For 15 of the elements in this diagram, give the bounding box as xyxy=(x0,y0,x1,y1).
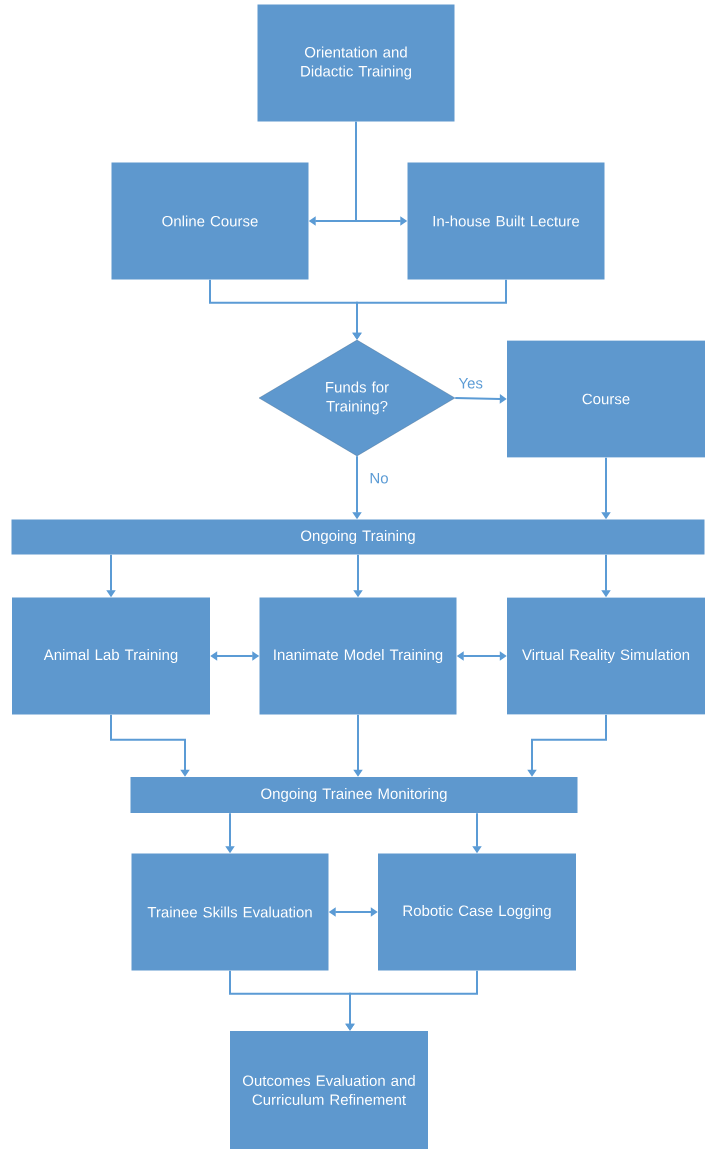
process-box: In-house Built Lecture xyxy=(407,162,605,280)
edge-label: No xyxy=(368,471,390,485)
process-box: Trainee Skills Evaluation xyxy=(131,853,329,971)
process-box: Online Course xyxy=(111,162,309,280)
process-box: Orientation and Didactic Training xyxy=(257,4,455,122)
stage-band: Ongoing Training xyxy=(11,519,705,555)
process-box: Inanimate Model Training xyxy=(259,597,457,715)
stage-band: Ongoing Trainee Monitoring xyxy=(130,777,578,813)
arrow xyxy=(110,713,190,777)
edge-label: Yes xyxy=(457,377,484,390)
process-box: Outcomes Evaluation and Curriculum Refinement xyxy=(230,1031,428,1149)
process-box: Course xyxy=(507,340,705,458)
process-box: Virtual Reality Simulation xyxy=(507,597,705,715)
process-box: Robotic Case Logging xyxy=(378,853,576,971)
process-box: Animal Lab Training xyxy=(12,597,210,715)
